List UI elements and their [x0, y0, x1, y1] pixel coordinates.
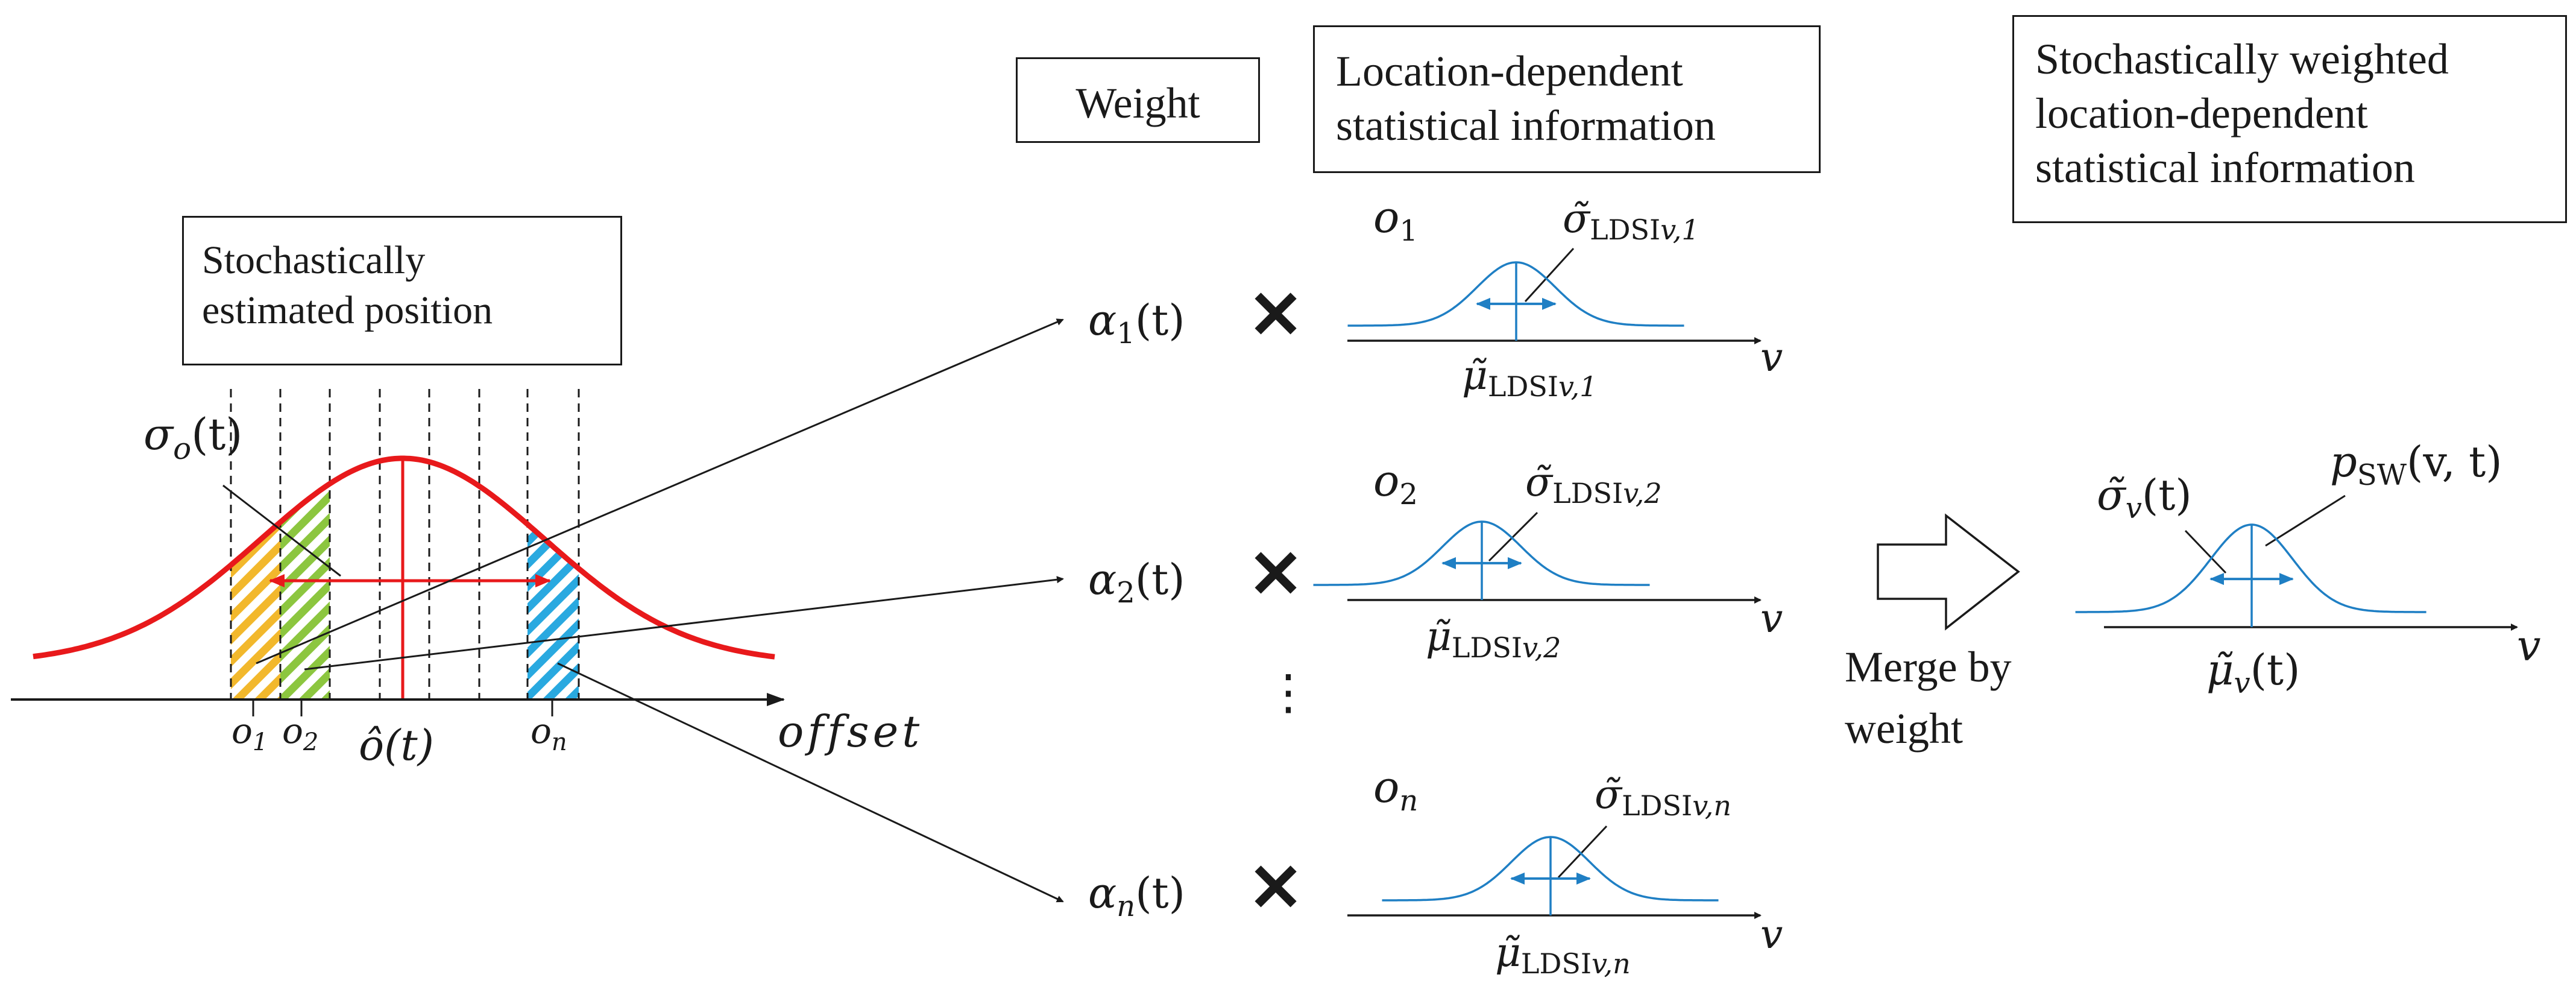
times-sign-1: ✕: [1248, 279, 1303, 352]
merge-label-line2: weight: [1845, 704, 1963, 753]
ldsi-n-axis-label: v: [1760, 911, 1783, 958]
alpha-2-label: α2(t): [1088, 555, 1185, 610]
o-hat-label: ô(t): [359, 721, 434, 770]
merge-label-line1: Merge by: [1845, 643, 2012, 691]
ldsi-plot-1: o1 σ̃LDSIv,1 μ̃LDSIv,1 v: [1347, 192, 1783, 403]
left-plot: σo(t) o1 o2 on ô(t) offset: [11, 389, 923, 770]
ldsi-1-axis-label: v: [1760, 334, 1783, 381]
weight-label: Weight: [1075, 79, 1200, 127]
ldsi-2-leader: [1488, 511, 1538, 562]
result-plot: σ̃v(t) pSW(v, t) μ̃v(t) v: [2075, 437, 2541, 700]
ldsi-plot-n: on σ̃LDSIv,n μ̃LDSIv,n v: [1347, 762, 1783, 980]
offset-axis-label: offset: [778, 706, 923, 757]
ldsi-plot-2: o2 σ̃LDSIv,2 μ̃LDSIv,2 v: [1313, 455, 1783, 664]
sw-ldsi-line2: location-dependent: [2035, 89, 2368, 137]
sw-ldsi-line1: Stochastically weighted: [2035, 35, 2449, 83]
ldsi-1-leader: [1524, 247, 1575, 303]
sigma-o-label: σo(t): [143, 409, 242, 466]
ldsi-line2: statistical information: [1336, 101, 1716, 150]
on-label: on: [531, 710, 567, 756]
times-sign-n: ✕: [1248, 851, 1303, 925]
ldsi-n-leader: [1557, 825, 1608, 879]
sw-ldsi-line3: statistical information: [2035, 144, 2415, 192]
estimated-position-line2: estimated position: [202, 288, 493, 332]
ldsi-box: Location-dependent statistical informati…: [1313, 25, 1821, 173]
alpha-n-label: αn(t): [1088, 868, 1185, 923]
hatch-o2: [280, 458, 330, 700]
o2-label: o2: [282, 710, 318, 756]
merge-arrow: [1877, 513, 2020, 631]
ldsi-line1: Location-dependent: [1336, 47, 1683, 95]
vertical-ellipsis: ⋮: [1264, 666, 1312, 719]
ldsi-2-mu-label: μ̃LDSIv,2: [1426, 613, 1561, 664]
arrow-to-alpha-n: [557, 662, 1064, 903]
sw-ldsi-box: Stochastically weighted location-depende…: [2012, 15, 2567, 223]
result-sigma-leader: [2184, 529, 2227, 574]
dashed-grid: [230, 389, 580, 700]
result-p-label: pSW(v, t): [2330, 437, 2502, 492]
arrow-to-alpha-1: [256, 318, 1064, 665]
ldsi-n-mu-label: μ̃LDSIv,n: [1495, 929, 1631, 980]
weight-box: Weight: [1016, 57, 1260, 143]
result-sigma-label: σ̃v(t): [2097, 470, 2192, 525]
ldsi-1-o-label: o1: [1373, 192, 1418, 248]
ldsi-n-o-label: on: [1373, 762, 1418, 818]
ldsi-1-sigma-label: σ̃LDSIv,1: [1563, 195, 1699, 246]
weights: α1(t) α2(t) αn(t) ✕ ✕ ✕ ⋮: [1088, 279, 1312, 925]
estimated-position-line1: Stochastically: [202, 238, 426, 282]
result-mu-label: μ̃v(t): [2206, 645, 2300, 700]
ldsi-2-axis-label: v: [1760, 595, 1783, 642]
ldsi-1-mu-label: μ̃LDSIv,1: [1462, 352, 1597, 403]
o1-label: o1: [231, 710, 268, 756]
ldsi-n-sigma-label: σ̃LDSIv,n: [1595, 771, 1731, 822]
alpha-1-label: α1(t): [1088, 295, 1185, 350]
result-axis-label: v: [2517, 621, 2541, 671]
sigma-o-leader: [222, 484, 341, 577]
ldsi-2-o-label: o2: [1373, 455, 1418, 511]
estimated-position-box: Stochastically estimated position: [182, 216, 622, 365]
weight-arrows: [256, 318, 1064, 903]
times-sign-2: ✕: [1248, 538, 1303, 611]
arrow-to-alpha-2: [304, 576, 1064, 671]
result-p-leader: [2265, 494, 2346, 547]
ldsi-2-sigma-label: σ̃LDSIv,2: [1525, 459, 1662, 510]
